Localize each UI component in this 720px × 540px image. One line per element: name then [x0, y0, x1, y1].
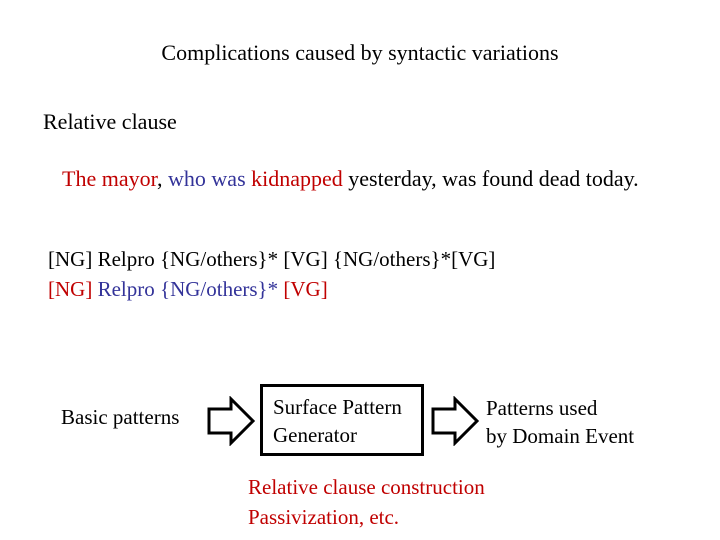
sentence-comma: , [157, 166, 169, 191]
note-line-2: Passivization, etc. [248, 505, 400, 529]
generator-label-line-2: Generator [273, 423, 357, 447]
output-label: Patterns used by Domain Event [486, 394, 634, 450]
pattern-vg: [VG] [278, 277, 328, 301]
pattern-line-2: [NG] Relpro {NG/others}* [VG] [48, 277, 328, 302]
section-heading: Relative clause [43, 109, 177, 134]
pattern-line-1: [NG] Relpro {NG/others}* [VG] {NG/others… [48, 247, 496, 271]
sentence-noun-phrase: The mayor [62, 166, 158, 191]
right-arrow-icon [431, 396, 480, 446]
example-sentence: The mayor, who was kidnapped yesterday, … [62, 166, 639, 192]
basic-patterns-label: Basic patterns [61, 405, 180, 429]
variation-notes: Relative clause construction Passivizati… [248, 472, 485, 532]
generator-box: Surface Pattern Generator [260, 384, 424, 456]
output-label-line-2: by Domain Event [486, 424, 635, 448]
slide-title: Complications caused by syntactic variat… [161, 40, 559, 65]
generator-label-line-1: Surface Pattern [273, 395, 402, 419]
note-line-1: Relative clause construction [248, 475, 485, 499]
pattern-relpro: Relpro {NG/others}* [92, 277, 279, 301]
sentence-rest: yesterday, was found dead today. [342, 166, 639, 191]
output-label-line-1: Patterns used [486, 396, 598, 420]
sentence-relative-pronoun: who was [168, 166, 246, 191]
sentence-verb: kidnapped [245, 166, 343, 191]
right-arrow-icon [207, 396, 256, 446]
pattern-ng: [NG] [48, 277, 93, 301]
